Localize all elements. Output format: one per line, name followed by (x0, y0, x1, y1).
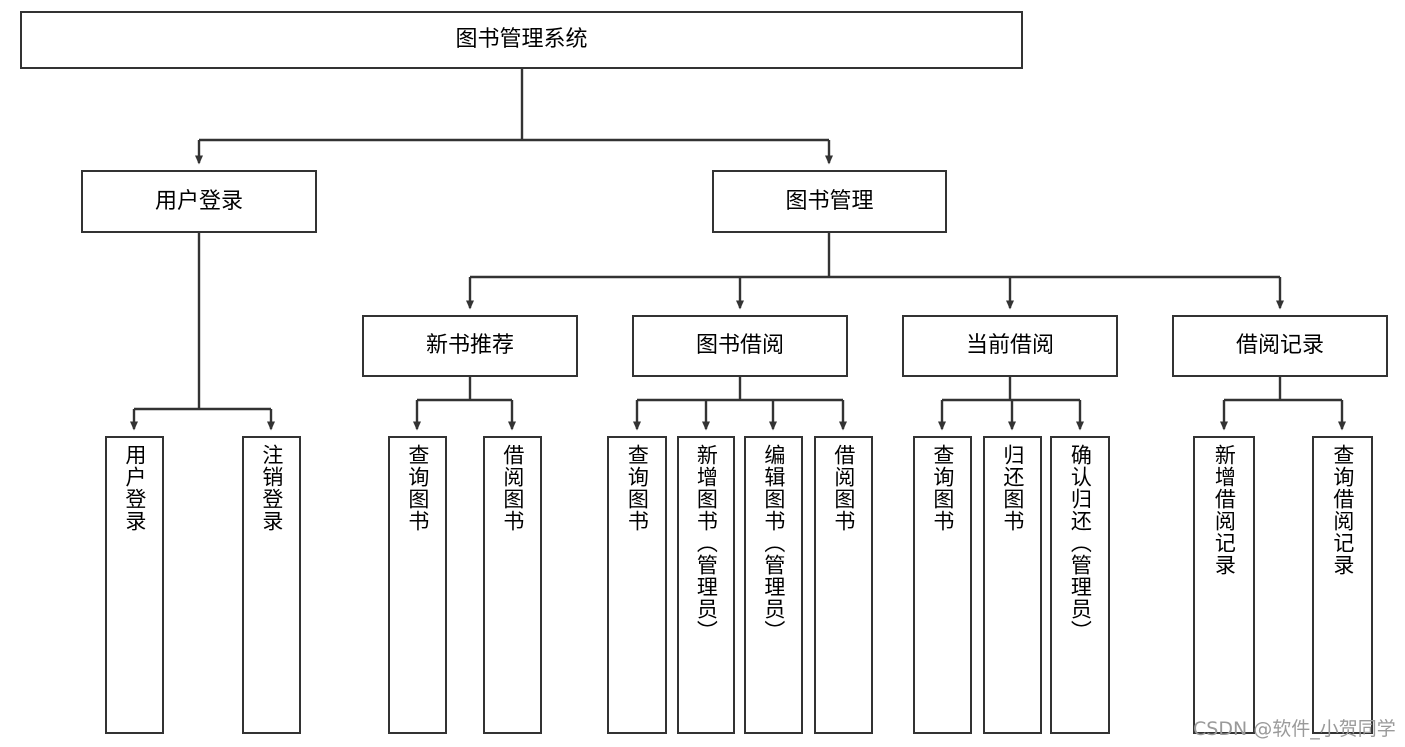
node-label: 查询图书 (405, 444, 430, 532)
node-label: 查询借阅记录 (1330, 444, 1355, 576)
node-leaf-borrow-book-recommend[interactable]: 借阅图书 (483, 436, 542, 734)
node-book-management-system[interactable]: 图书管理系统 (20, 11, 1023, 69)
node-leaf-query-book-borrow[interactable]: 查询图书 (607, 436, 667, 734)
node-label: 注销登录 (259, 444, 284, 532)
node-leaf-query-borrow-record[interactable]: 查询借阅记录 (1312, 436, 1373, 734)
node-label: 图书管理系统 (455, 27, 588, 53)
node-leaf-return-book[interactable]: 归还图书 (983, 436, 1042, 734)
node-label: 查询图书 (625, 444, 650, 532)
node-new-book-recommendation[interactable]: 新书推荐 (362, 315, 578, 377)
node-leaf-confirm-return-admin[interactable]: 确认归还（管理员） (1050, 436, 1110, 734)
node-label: 新增图书（管理员） (694, 444, 719, 642)
node-label: 新增借阅记录 (1212, 444, 1237, 576)
node-label: 查询图书 (930, 444, 955, 532)
node-label: 用户登录 (154, 188, 243, 214)
node-book-management[interactable]: 图书管理 (712, 170, 947, 233)
node-label: 借阅图书 (831, 444, 856, 532)
node-label: 归还图书 (1000, 444, 1025, 532)
node-book-borrowing[interactable]: 图书借阅 (632, 315, 848, 377)
node-leaf-add-borrow-record[interactable]: 新增借阅记录 (1193, 436, 1255, 734)
node-leaf-add-book-admin[interactable]: 新增图书（管理员） (677, 436, 735, 734)
node-current-borrowing[interactable]: 当前借阅 (902, 315, 1118, 377)
node-label: 借阅图书 (500, 444, 525, 532)
node-borrow-records[interactable]: 借阅记录 (1172, 315, 1388, 377)
node-label: 编辑图书（管理员） (761, 444, 786, 642)
node-leaf-logout[interactable]: 注销登录 (242, 436, 301, 734)
watermark: CSDN @软件_小贺同学 (1193, 718, 1396, 740)
node-label: 图书借阅 (695, 333, 784, 359)
node-label: 当前借阅 (965, 333, 1054, 359)
node-leaf-query-book-current[interactable]: 查询图书 (913, 436, 972, 734)
node-leaf-user-login[interactable]: 用户登录 (105, 436, 164, 734)
node-label: 确认归还（管理员） (1068, 444, 1093, 642)
node-label: 图书管理 (785, 188, 874, 214)
node-leaf-edit-book-admin[interactable]: 编辑图书（管理员） (744, 436, 803, 734)
node-label: 用户登录 (122, 444, 147, 532)
node-user-login[interactable]: 用户登录 (81, 170, 317, 233)
node-label: 借阅记录 (1235, 333, 1324, 359)
node-label: 新书推荐 (425, 333, 514, 359)
node-leaf-query-book-recommend[interactable]: 查询图书 (388, 436, 447, 734)
node-leaf-borrow-book-borrow[interactable]: 借阅图书 (814, 436, 873, 734)
